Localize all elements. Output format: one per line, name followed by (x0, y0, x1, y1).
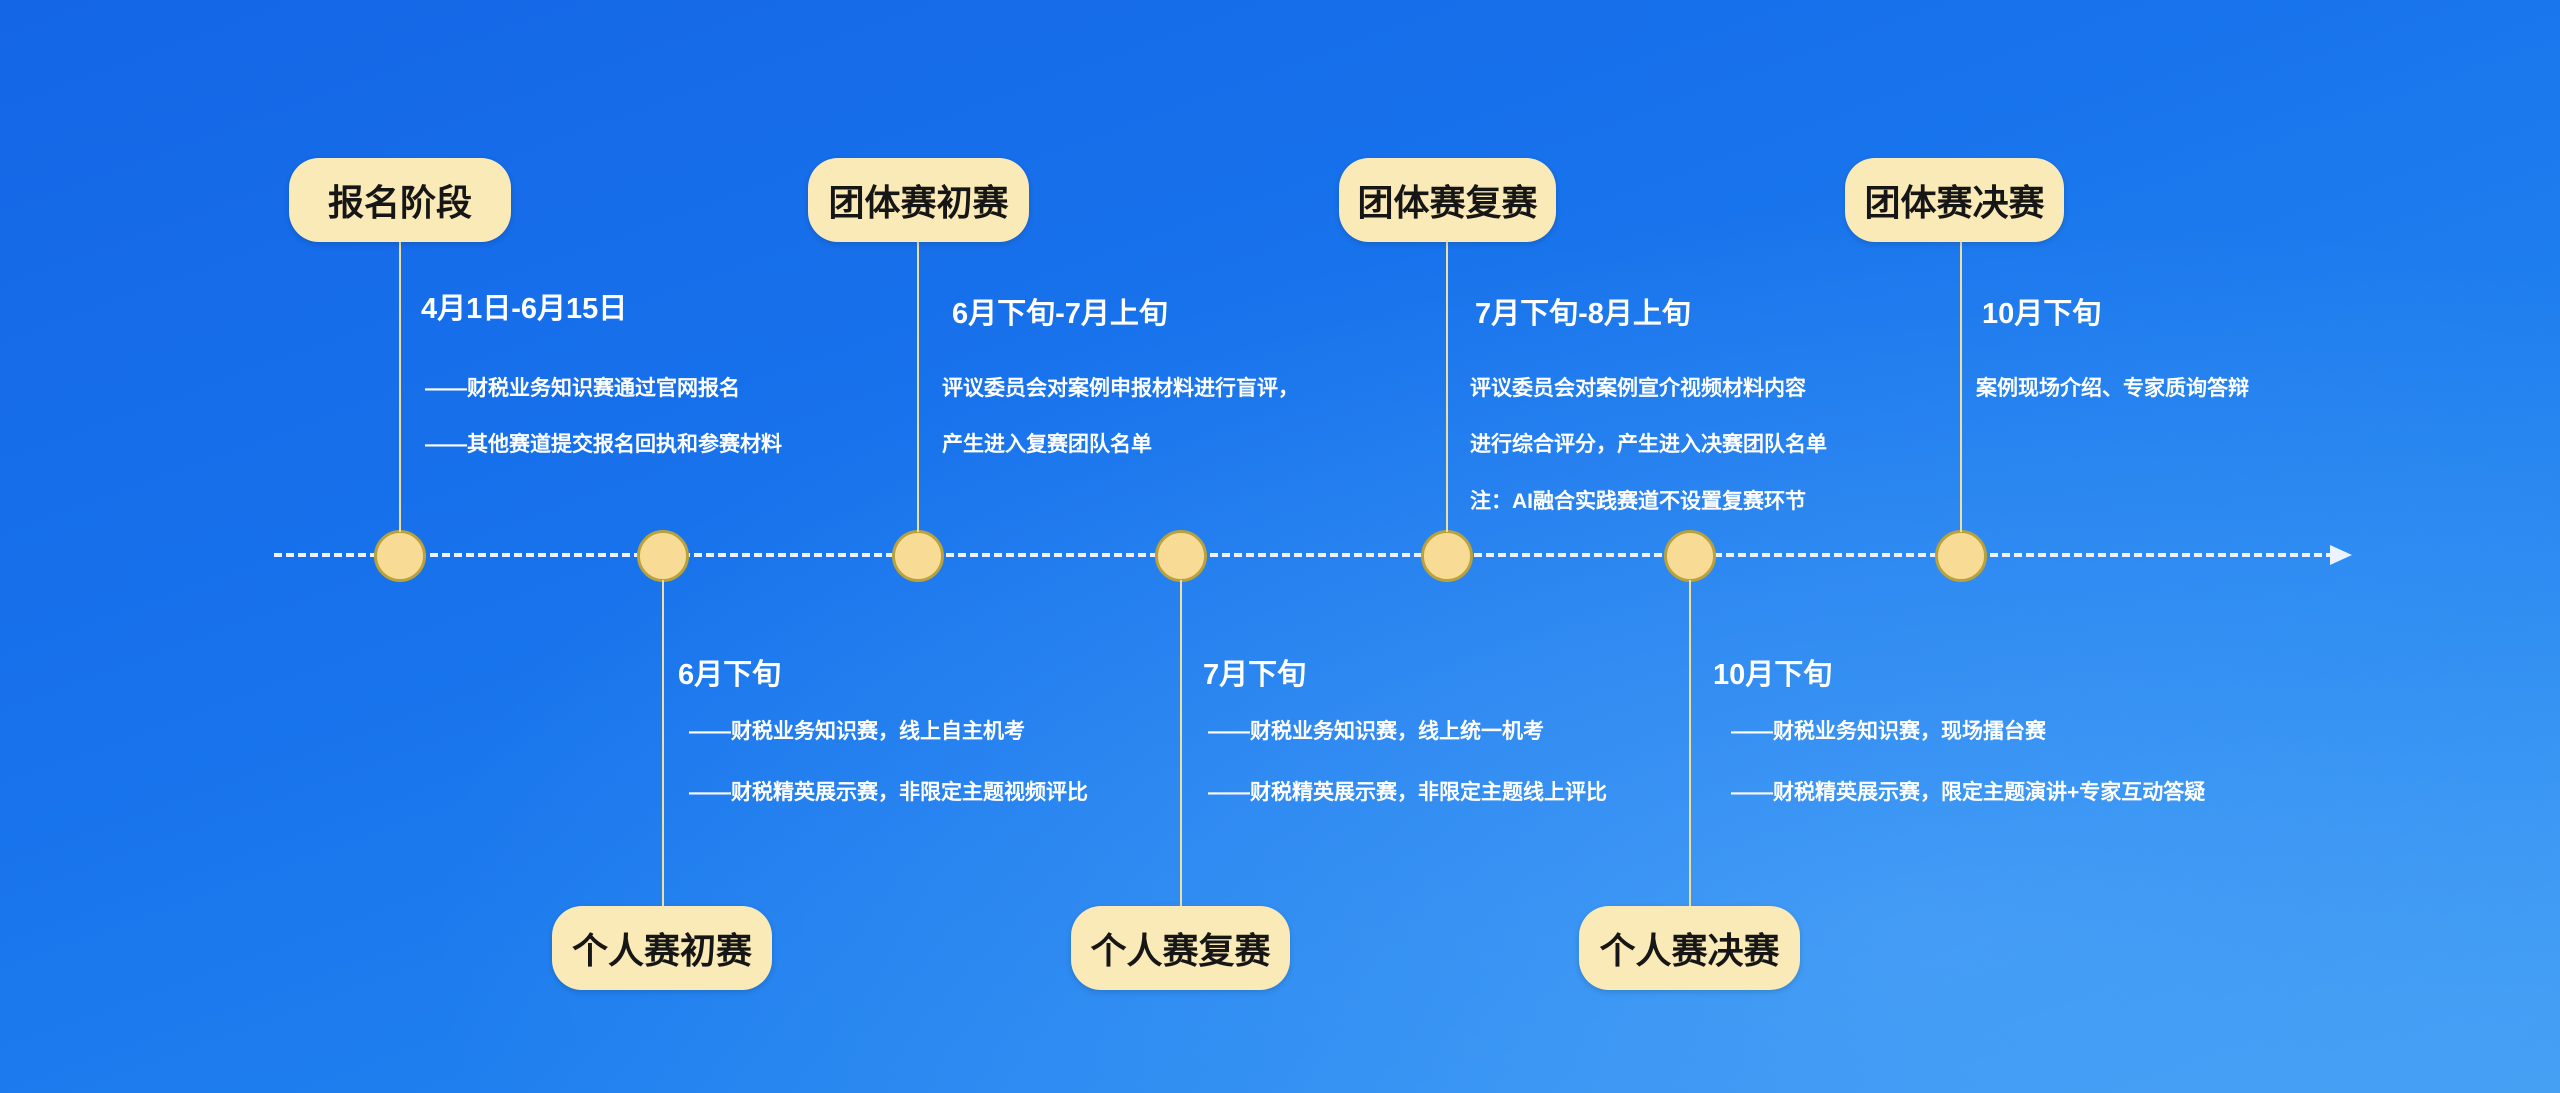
stage-detail: ——财税业务知识赛，线上统一机考 (1208, 720, 1544, 743)
connector-line (662, 580, 664, 906)
stage-team-semifinal: 团体赛复赛 (1339, 158, 1556, 242)
stage-date: 7月下旬 (1203, 659, 1307, 691)
stage-date: 10月下旬 (1982, 298, 2102, 330)
stage-date: 10月下旬 (1713, 659, 1833, 691)
stage-detail: 案例现场介绍、专家质询答辩 (1976, 377, 2249, 400)
stage-detail: ——财税精英展示赛，非限定主题线上评比 (1208, 781, 1607, 804)
stage-detail: ——财税业务知识赛，线上自主机考 (689, 720, 1025, 743)
stage-date: 7月下旬-8月上旬 (1475, 298, 1691, 330)
stage-detail: 评议委员会对案例申报材料进行盲评， (942, 377, 1299, 400)
connector-line (1689, 580, 1691, 906)
stage-detail: ——财税精英展示赛，限定主题演讲+专家互动答疑 (1731, 781, 2206, 804)
stage-team-preliminary: 团体赛初赛 (808, 158, 1029, 242)
connector-line (399, 242, 401, 532)
stage-registration: 报名阶段 (289, 158, 511, 242)
timeline-arrow-icon (2330, 545, 2352, 565)
connector-line (1446, 242, 1448, 532)
stage-note: 注：AI融合实践赛道不设置复赛环节 (1470, 490, 1806, 513)
stage-individual-semifinal: 个人赛复赛 (1071, 906, 1290, 990)
timeline-node (1664, 530, 1716, 582)
stage-date: 4月1日-6月15日 (421, 293, 628, 325)
connector-line (1960, 242, 1962, 532)
stage-detail: 评议委员会对案例宣介视频材料内容 (1470, 377, 1806, 400)
stage-individual-final: 个人赛决赛 (1579, 906, 1800, 990)
connector-line (1180, 580, 1182, 906)
timeline-node (1935, 530, 1987, 582)
stage-date: 6月下旬-7月上旬 (952, 298, 1168, 330)
stage-detail: ——财税业务知识赛，现场擂台赛 (1731, 720, 2046, 743)
stage-team-final: 团体赛决赛 (1845, 158, 2064, 242)
stage-detail: ——其他赛道提交报名回执和参赛材料 (425, 433, 782, 456)
stage-detail: 产生进入复赛团队名单 (942, 433, 1152, 456)
stage-detail: 进行综合评分，产生进入决赛团队名单 (1470, 433, 1827, 456)
stage-date: 6月下旬 (678, 659, 782, 691)
timeline-axis (274, 553, 2334, 557)
connector-line (917, 242, 919, 532)
stage-individual-preliminary: 个人赛初赛 (552, 906, 772, 990)
timeline-node (637, 530, 689, 582)
timeline-node (374, 530, 426, 582)
timeline-node (892, 530, 944, 582)
timeline-node (1421, 530, 1473, 582)
timeline-node (1155, 530, 1207, 582)
stage-detail: ——财税业务知识赛通过官网报名 (425, 377, 740, 400)
stage-detail: ——财税精英展示赛，非限定主题视频评比 (689, 781, 1088, 804)
